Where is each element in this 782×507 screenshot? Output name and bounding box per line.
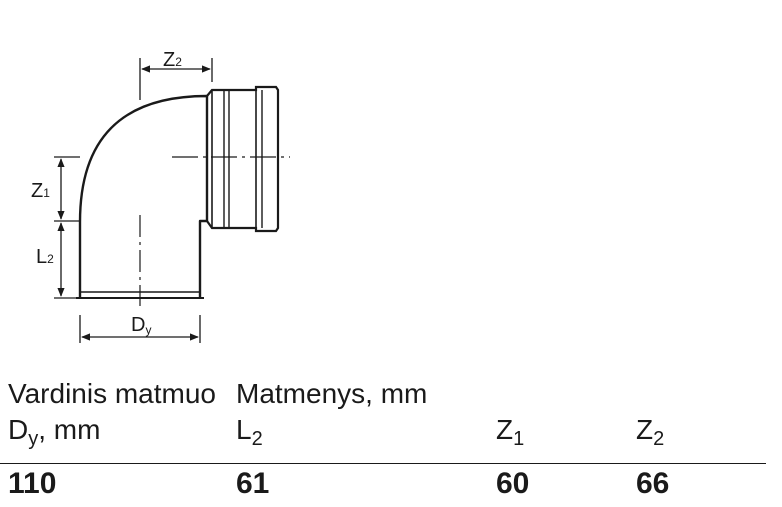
label-z2: Z2 xyxy=(163,49,182,71)
header-nominal-size: Vardinis matmuo xyxy=(8,378,217,409)
value-z1: 60 xyxy=(496,467,530,500)
pipe-elbow-diagram: Z2 Z1 L2 Dy xyxy=(31,49,290,343)
dimension-dy xyxy=(79,315,201,343)
elbow-socket xyxy=(206,85,280,233)
center-lines xyxy=(139,156,290,306)
col-header-l2: L2 xyxy=(236,414,263,450)
col-header-dy: Dy, mm xyxy=(8,414,101,450)
value-dy: 110 xyxy=(8,467,57,500)
header-dimensions: Matmenys, mm xyxy=(236,378,428,409)
dimension-z1 xyxy=(54,156,80,222)
elbow-body xyxy=(76,94,209,299)
dimension-l2 xyxy=(54,222,76,299)
value-l2: 61 xyxy=(236,467,270,500)
col-header-z1: Z1 xyxy=(496,414,525,450)
label-l2: L2 xyxy=(36,246,54,268)
label-z1: Z1 xyxy=(31,180,50,202)
table-divider xyxy=(0,463,766,464)
dimension-z2 xyxy=(139,58,213,100)
col-header-z2: Z2 xyxy=(636,414,665,450)
label-dy: Dy xyxy=(131,314,151,337)
value-z2: 66 xyxy=(636,467,670,500)
